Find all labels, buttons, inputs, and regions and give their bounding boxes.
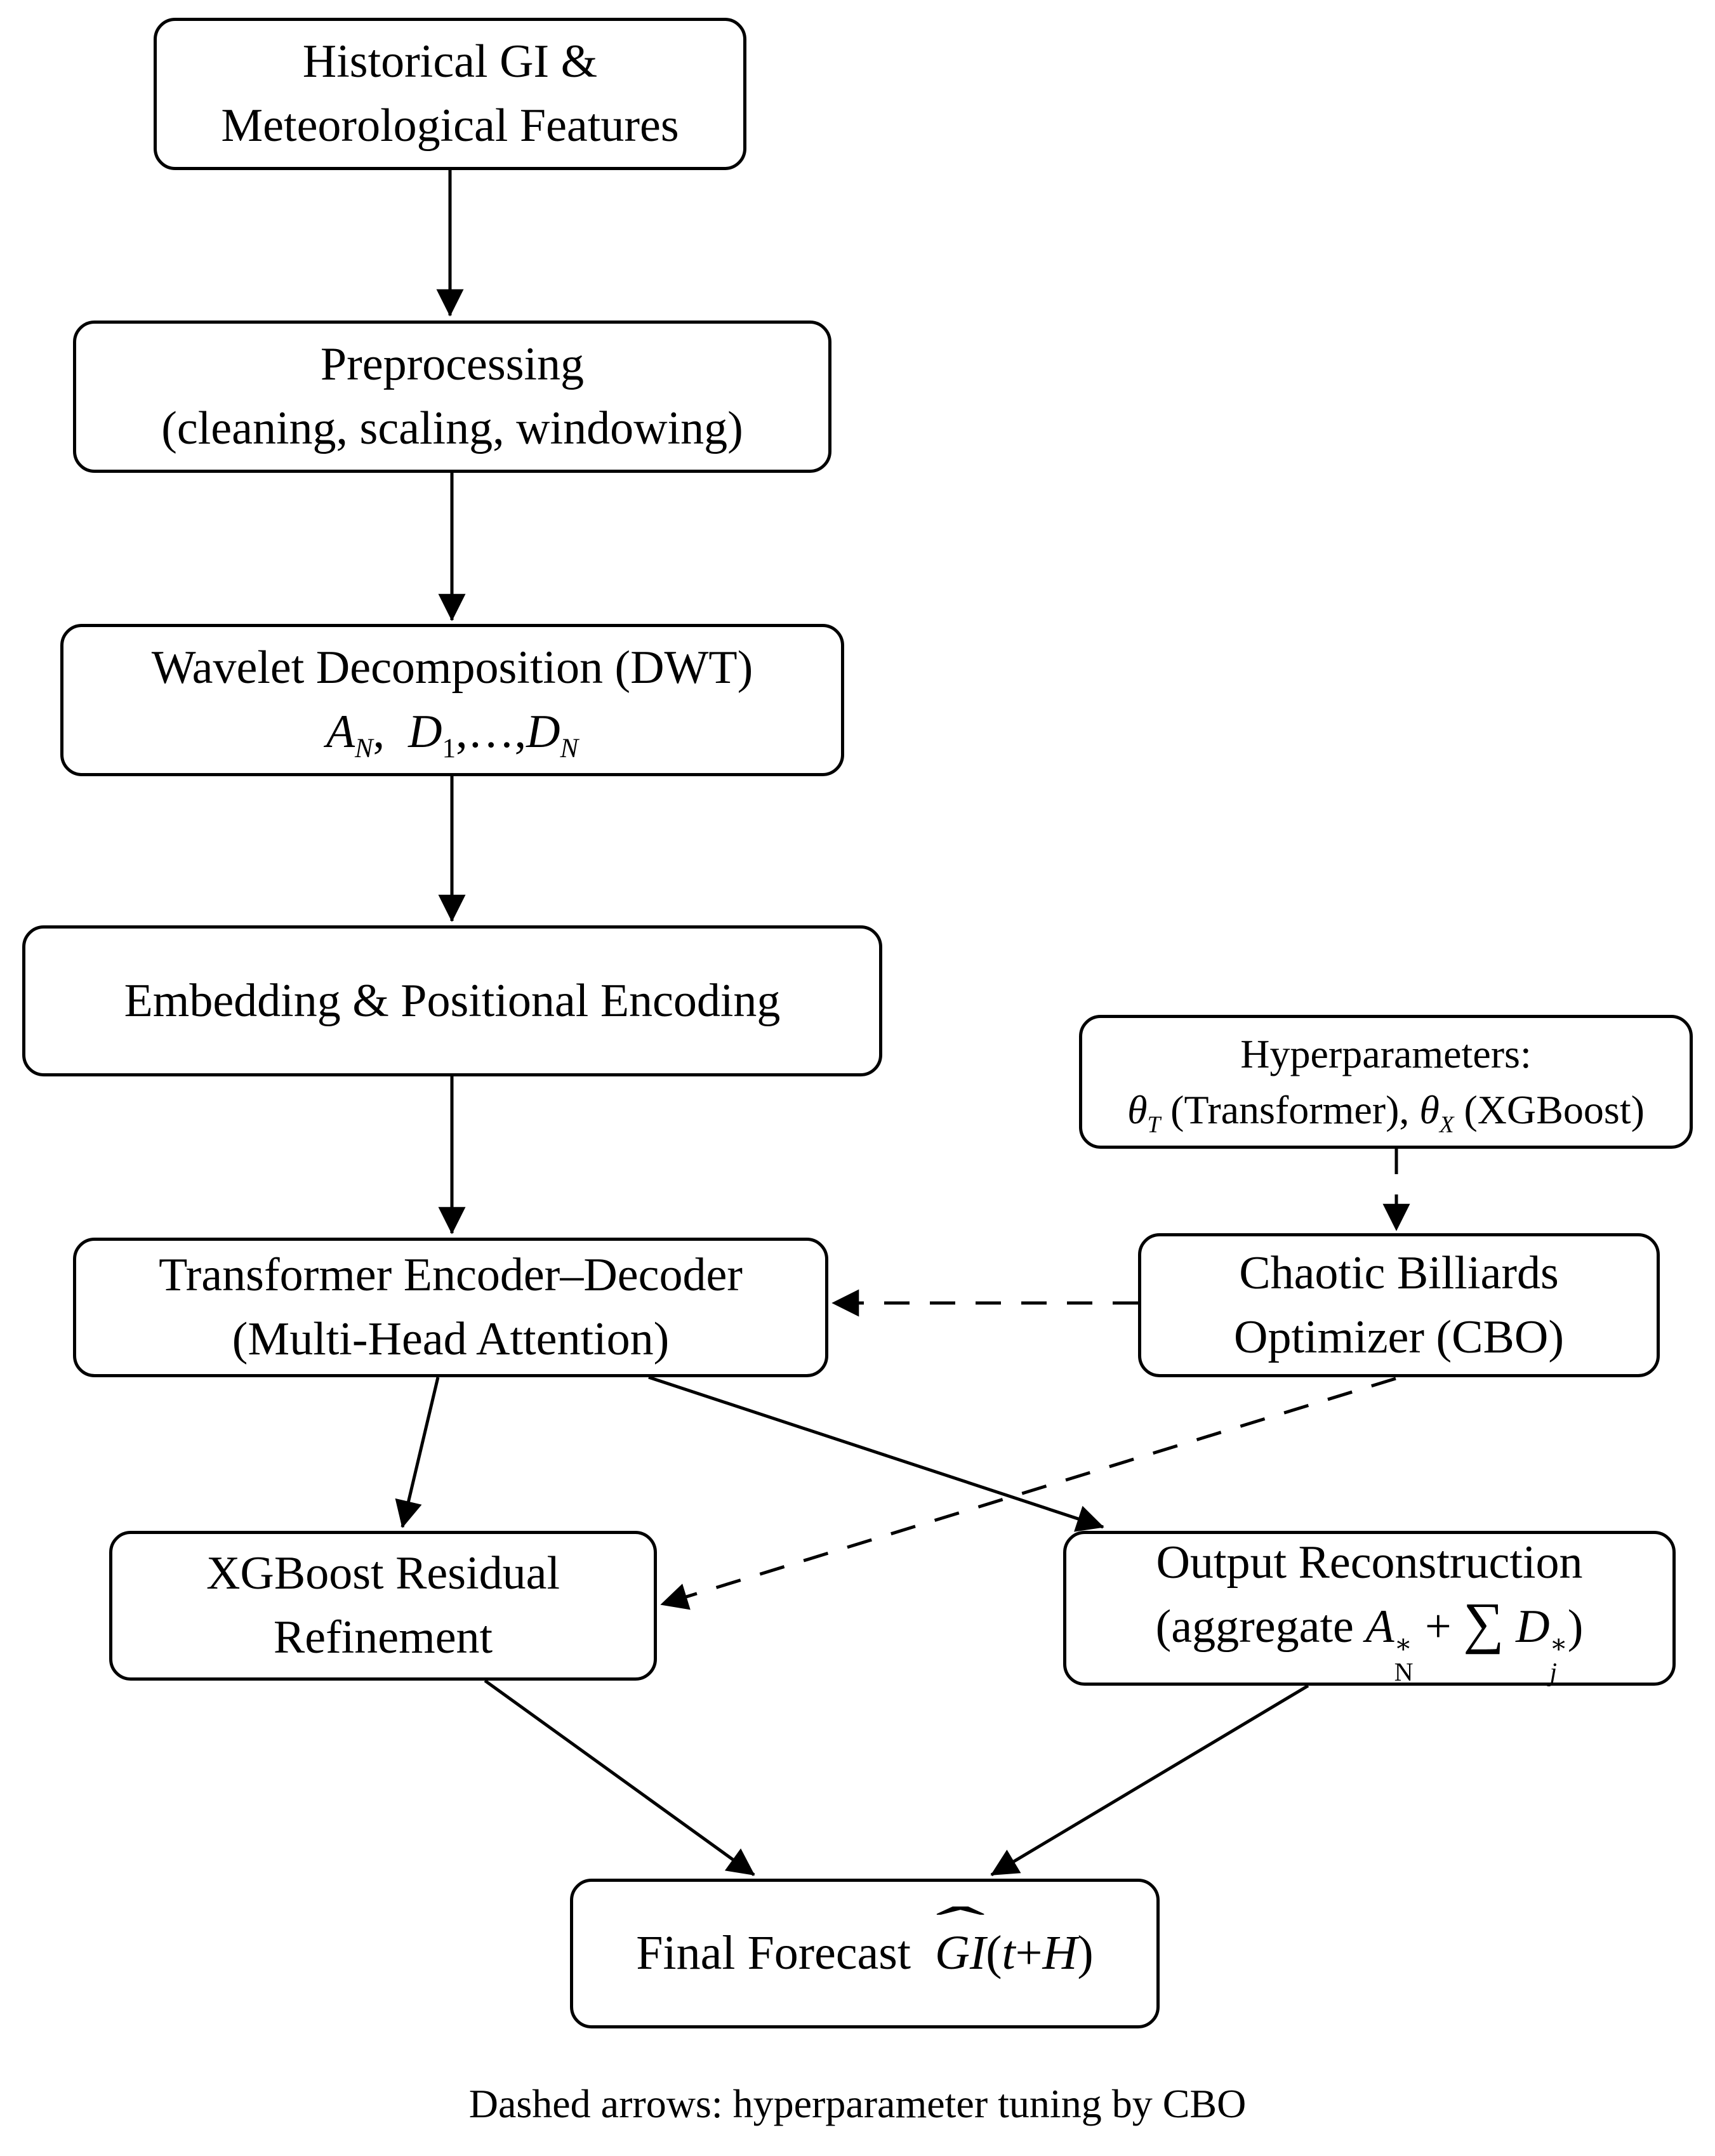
edge-xgboost-final-arrow — [484, 1679, 755, 1877]
node-xgboost-residual-refinement: XGBoost Residual Refinement — [109, 1531, 657, 1681]
node-label: Chaotic Billiards — [1239, 1247, 1559, 1299]
node-label: AN, D1,…,DN — [326, 706, 579, 764]
edge-output-final-arrow — [990, 1684, 1309, 1877]
node-transformer-encoder-decoder: Transformer Encoder–Decoder (Multi-Head … — [73, 1238, 828, 1377]
node-hyperparameters: Hyperparameters: θT (Transformer), θX (X… — [1079, 1015, 1693, 1149]
node-label: Preprocessing — [320, 338, 585, 391]
node-embedding-positional-encoding: Embedding & Positional Encoding — [22, 925, 882, 1076]
node-label: Embedding & Positional Encoding — [124, 974, 781, 1027]
node-label: (Multi-Head Attention) — [232, 1313, 670, 1365]
node-label: (cleaning, scaling, windowing) — [161, 402, 743, 454]
node-label: θT (Transformer), θX (XGBoost) — [1127, 1087, 1645, 1138]
node-label: Meteorological Features — [221, 100, 679, 152]
node-historical-features: Historical GI & Meteorological Features — [154, 18, 746, 170]
node-final-forecast: Final Forecast GI(t+H) — [570, 1879, 1160, 2028]
node-preprocessing: Preprocessing (cleaning, scaling, window… — [73, 321, 831, 473]
node-chaotic-billiards-optimizer: Chaotic Billiards Optimizer (CBO) — [1138, 1233, 1660, 1377]
diagram-caption: Dashed arrows: hyperparameter tuning by … — [468, 2081, 1247, 2126]
node-wavelet-decomposition: Wavelet Decomposition (DWT) AN, D1,…,DN — [60, 624, 844, 776]
node-label: Hyperparameters: — [1240, 1031, 1532, 1077]
edge-cbo-xgboost-dashed-arrow — [660, 1377, 1396, 1610]
node-label: Output Reconstruction — [1156, 1537, 1583, 1589]
node-label: (aggregate A∗N + ∑ D∗j) — [1155, 1591, 1584, 1686]
edge-transformer-output-arrow — [648, 1375, 1104, 1532]
node-label: Optimizer (CBO) — [1234, 1311, 1564, 1363]
edge-transformer-xgboost-arrow — [395, 1377, 440, 1528]
node-output-reconstruction: Output Reconstruction (aggregate A∗N + ∑… — [1063, 1531, 1676, 1686]
node-label: XGBoost Residual — [206, 1547, 560, 1600]
node-label: Transformer Encoder–Decoder — [159, 1249, 743, 1302]
node-label: Refinement — [273, 1611, 493, 1663]
node-label: Final Forecast GI(t+H) — [636, 1921, 1093, 1986]
node-label: Historical GI & — [302, 36, 598, 88]
node-label: Wavelet Decomposition (DWT) — [151, 642, 753, 694]
